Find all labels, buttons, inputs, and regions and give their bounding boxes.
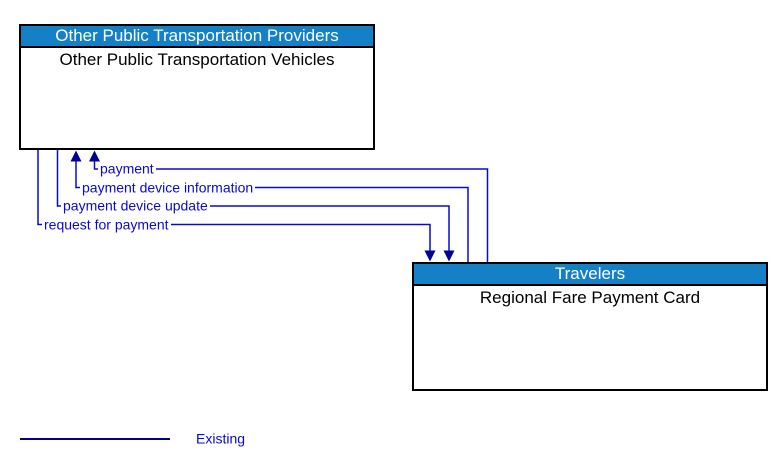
arrow-up-icon [89, 150, 100, 162]
flow-payment-line [89, 150, 489, 262]
entity-header-travelers[interactable]: Travelers [414, 264, 766, 286]
flow-label-payment-device-information[interactable]: payment device information [80, 179, 256, 195]
flow-label-payment[interactable]: payment [98, 160, 156, 177]
entity-box-other-public-transportation-providers[interactable]: Other Public Transportation Providers Ot… [19, 24, 375, 150]
flow-label-payment-device-update[interactable]: payment device update [61, 197, 210, 214]
flow-request-for-payment-line [37, 150, 436, 262]
arrow-down-icon [443, 250, 455, 262]
legend-label-existing: Existing [196, 430, 246, 447]
arrow-down-icon [424, 250, 436, 262]
flow-label-request-for-payment[interactable]: request for payment [42, 216, 171, 232]
legend-line-existing [20, 438, 170, 440]
arrow-up-icon [70, 150, 82, 162]
entity-element-other-public-transportation-vehicles[interactable]: Other Public Transportation Vehicles [59, 50, 335, 69]
entity-header-other-public-transportation-providers[interactable]: Other Public Transportation Providers [21, 26, 373, 48]
entity-element-regional-fare-payment-card[interactable]: Regional Fare Payment Card [479, 288, 701, 307]
flow-payment-device-update-line [56, 150, 455, 262]
flow-payment-device-information-line [70, 150, 469, 262]
entity-box-travelers[interactable]: Travelers Regional Fare Payment Card [412, 262, 768, 391]
